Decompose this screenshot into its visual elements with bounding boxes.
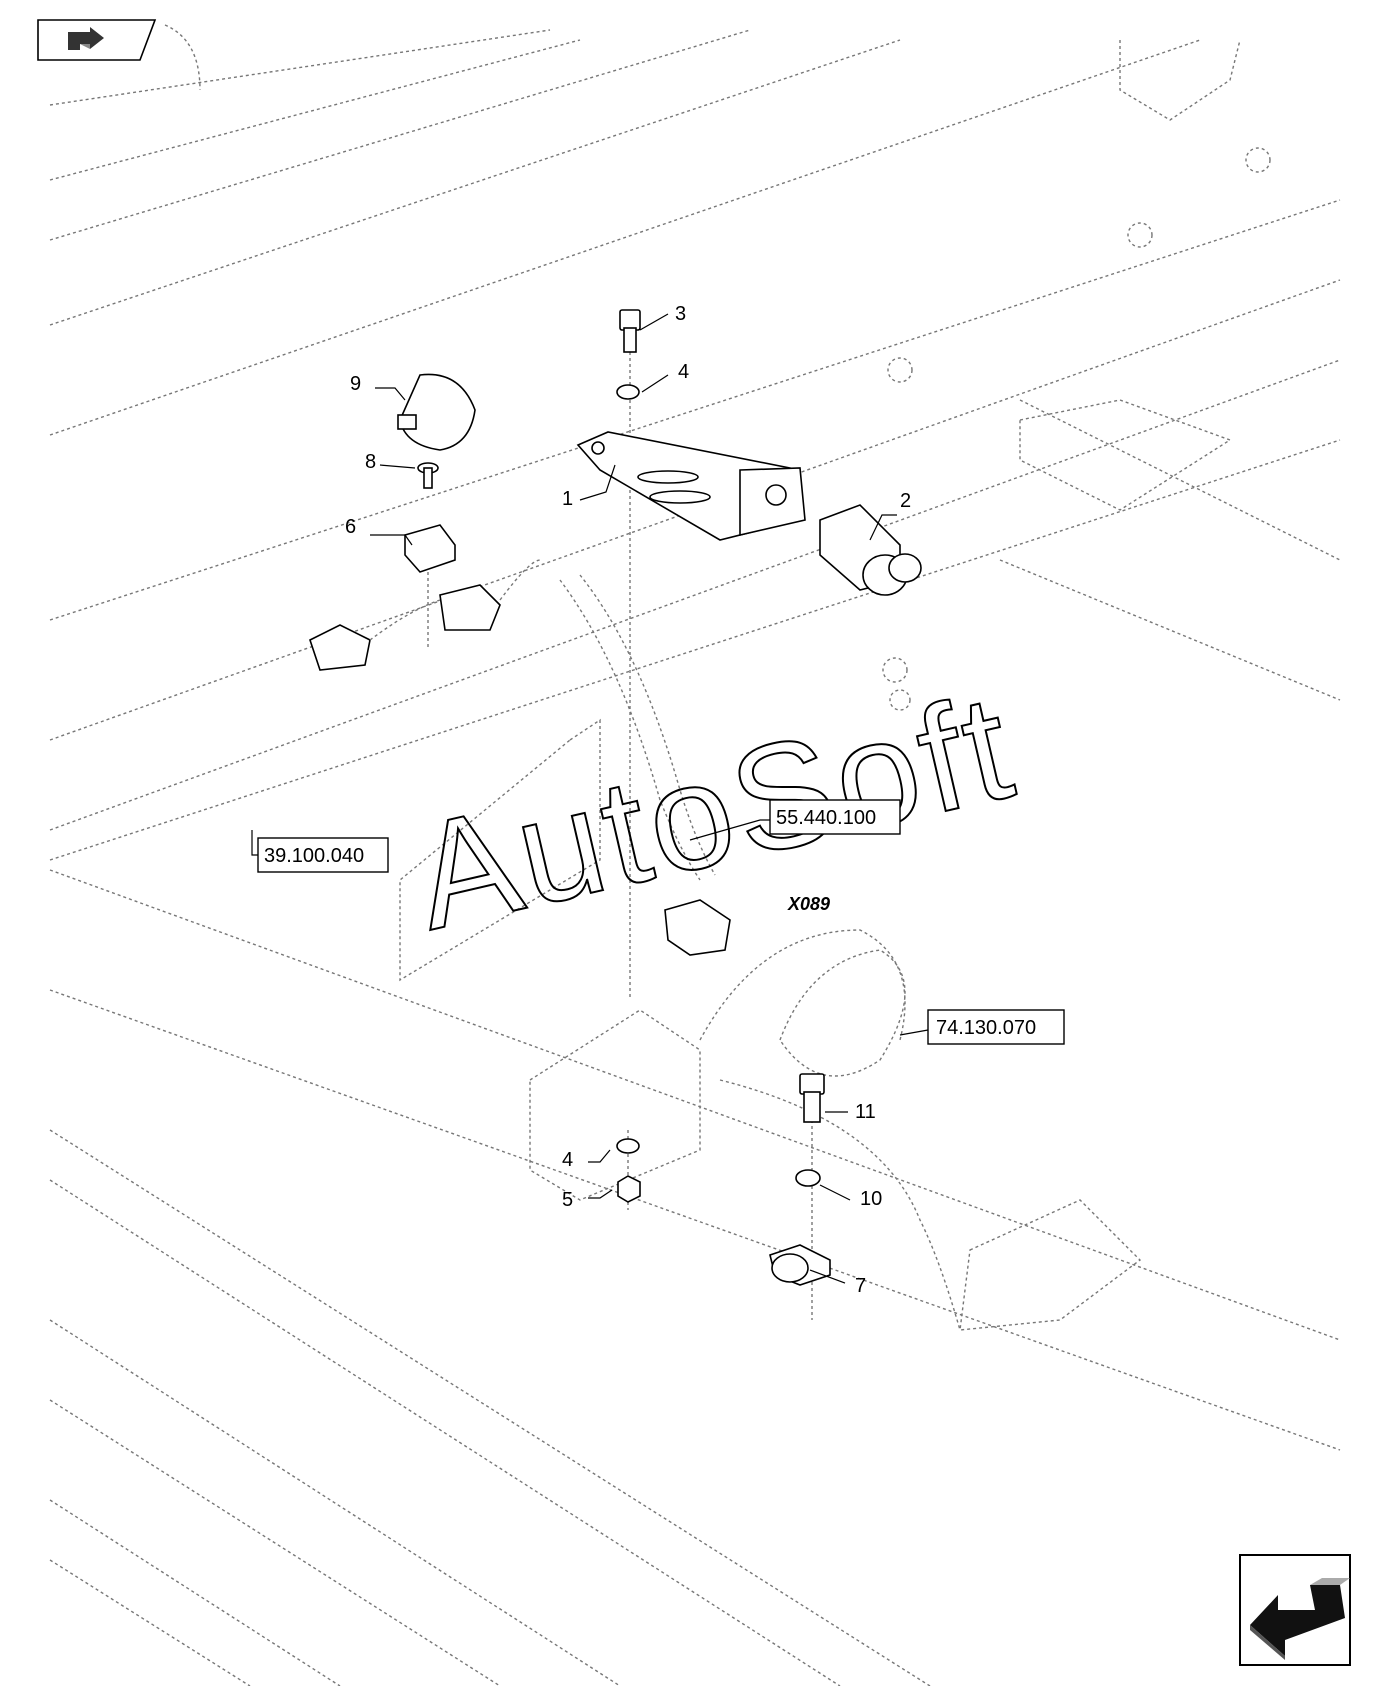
callout-6: 6 bbox=[345, 516, 356, 538]
bracket-part-1 bbox=[576, 431, 806, 541]
washer-part-10 bbox=[795, 1169, 821, 1187]
bolt-part-11 bbox=[799, 1073, 825, 1123]
cable-tie-part-9 bbox=[397, 373, 476, 451]
callout-3: 3 bbox=[675, 303, 686, 325]
reference-74-130-070-label: 74.130.070 bbox=[936, 1017, 1036, 1039]
reference-55-440-100-label: 55.440.100 bbox=[776, 807, 876, 829]
callout-10: 10 bbox=[860, 1188, 882, 1210]
harness-connectors bbox=[309, 559, 541, 671]
reference-74-130-070[interactable]: 74.130.070 bbox=[927, 1009, 1065, 1045]
previous-page-icon[interactable] bbox=[37, 19, 157, 61]
connector-label-x089: X089 bbox=[787, 894, 830, 914]
callout-9: 9 bbox=[350, 373, 361, 395]
callout-5: 5 bbox=[562, 1189, 573, 1211]
callout-11: 11 bbox=[855, 1101, 876, 1123]
callout-leaders bbox=[251, 313, 929, 1284]
washer-part-4-lower bbox=[616, 1138, 640, 1154]
callout-2: 2 bbox=[900, 490, 911, 512]
sensor-part-2 bbox=[819, 504, 922, 596]
reference-39-100-040-label: 39.100.040 bbox=[264, 845, 364, 867]
clip-part-6 bbox=[404, 524, 456, 573]
clamp-part-7 bbox=[769, 1244, 831, 1286]
callout-1: 1 bbox=[562, 488, 573, 510]
connector-x089 bbox=[664, 899, 731, 956]
callout-numbers: 1 2 3 4 4 5 6 7 8 9 10 11 bbox=[345, 303, 911, 1297]
reference-55-440-100[interactable]: 55.440.100 bbox=[769, 799, 901, 835]
callout-8: 8 bbox=[365, 451, 376, 473]
next-page-icon[interactable] bbox=[1239, 1554, 1351, 1666]
bolt-part-3 bbox=[619, 309, 641, 353]
callout-4-lower: 4 bbox=[562, 1149, 573, 1171]
nut-part-5 bbox=[617, 1175, 641, 1203]
callout-7: 7 bbox=[855, 1275, 866, 1297]
screw-part-8 bbox=[417, 462, 439, 489]
frame-background bbox=[49, 24, 1341, 1686]
washer-part-4-top bbox=[616, 384, 640, 400]
callout-4-top: 4 bbox=[678, 361, 689, 383]
reference-39-100-040[interactable]: 39.100.040 bbox=[257, 837, 389, 873]
